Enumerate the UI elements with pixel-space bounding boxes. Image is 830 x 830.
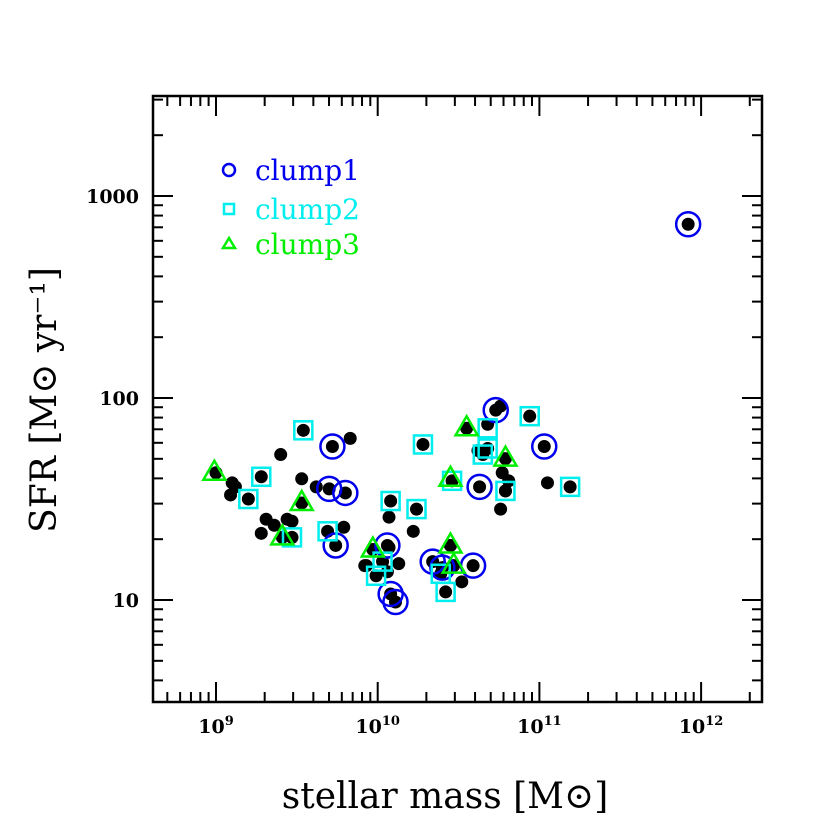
galaxy-point xyxy=(274,448,288,462)
galaxy-point xyxy=(337,520,351,534)
galaxy-point xyxy=(254,470,268,484)
x-tick-label: 1011 xyxy=(517,714,562,738)
clump2-marker xyxy=(293,420,314,441)
clump3-marker xyxy=(269,522,296,546)
galaxy-point xyxy=(382,510,396,524)
y-tick-label: 10 xyxy=(113,590,139,612)
galaxy-point xyxy=(343,431,357,445)
clump2-marker xyxy=(519,405,540,427)
clump1-marker xyxy=(374,532,401,559)
clump1-marker xyxy=(674,211,702,238)
y-tick-label: 1000 xyxy=(86,186,139,208)
galaxy-point xyxy=(410,502,424,516)
clump2-marker xyxy=(238,488,259,510)
clump2-marker xyxy=(365,565,387,587)
clump1-marker xyxy=(319,433,346,460)
galaxy-point xyxy=(563,480,577,494)
clump3-marker xyxy=(492,444,519,467)
galaxy-point xyxy=(443,538,457,552)
x-tick-label: 109 xyxy=(198,714,234,738)
galaxy-point xyxy=(224,488,238,502)
galaxy-point xyxy=(466,559,480,573)
y-tick-label: 100 xyxy=(99,388,139,410)
galaxy-point xyxy=(392,557,406,571)
clump3-marker xyxy=(453,413,480,437)
galaxy-point xyxy=(494,502,508,516)
galaxy-point xyxy=(369,569,383,583)
galaxy-point xyxy=(295,496,309,510)
clump2-marker xyxy=(412,434,434,455)
galaxy-point xyxy=(296,423,310,437)
clump1-marker xyxy=(382,588,409,616)
clump3-marker xyxy=(288,488,315,512)
clump2-marker xyxy=(472,444,494,465)
clump1-marker xyxy=(332,479,359,507)
legend-circle-icon xyxy=(221,162,237,178)
galaxy-point xyxy=(382,540,396,554)
galaxy-point xyxy=(498,452,512,466)
galaxy-point xyxy=(325,439,339,453)
clump3-marker xyxy=(359,535,387,558)
galaxy-point xyxy=(455,575,469,589)
galaxy-point xyxy=(439,585,453,599)
x-tick-labels: 109 1010 1011 1012 xyxy=(198,714,723,738)
galaxy-point xyxy=(254,526,268,540)
galaxy-point xyxy=(498,484,512,498)
y-tick-labels: 10 100 1000 xyxy=(86,186,139,612)
clump3-marker xyxy=(437,530,464,554)
legend: clump1 clump2 clump3 xyxy=(220,154,360,261)
galaxy-point xyxy=(406,524,420,538)
galaxy-point xyxy=(329,538,343,552)
galaxy-point xyxy=(540,476,554,490)
clump3-marker xyxy=(440,551,467,574)
galaxy-point xyxy=(259,512,273,526)
galaxy-point xyxy=(416,437,430,451)
legend-square-icon xyxy=(222,202,236,216)
clump2-marker xyxy=(317,521,338,542)
clump2-marker xyxy=(281,527,303,548)
clump2-marker xyxy=(477,438,498,459)
clump1-marker xyxy=(315,475,343,503)
x-axis-title: stellar mass [M⊙] xyxy=(282,776,609,817)
legend-triangle-icon xyxy=(220,235,238,250)
clump3-marker xyxy=(201,458,228,481)
galaxy-point xyxy=(285,514,299,528)
galaxy-point xyxy=(473,480,487,494)
galaxy-point xyxy=(537,439,551,453)
clump3-marker xyxy=(437,464,464,488)
clump1-marker xyxy=(531,433,558,460)
x-tick-label: 1012 xyxy=(679,714,724,738)
clump2-marker xyxy=(559,476,581,498)
clump1-marker xyxy=(466,473,493,501)
galaxy-point xyxy=(681,217,695,231)
clump1-marker xyxy=(429,554,456,581)
clump2-marker xyxy=(435,581,456,603)
galaxy-point xyxy=(523,409,537,423)
legend-label-clump2: clump2 xyxy=(255,193,360,226)
galaxy-point xyxy=(384,494,398,508)
clump2-marker xyxy=(477,418,498,439)
galaxy-point xyxy=(295,472,309,486)
legend-label-clump1: clump1 xyxy=(255,154,360,187)
clump2-marker xyxy=(406,498,427,520)
axis-ticks xyxy=(153,96,762,702)
plot-frame xyxy=(151,94,764,704)
legend-label-clump3: clump3 xyxy=(255,228,360,261)
galaxy-point xyxy=(241,492,255,506)
data-points xyxy=(201,211,702,616)
clump2-marker xyxy=(251,466,272,488)
y-axis-title: SFR [M⊙ yr⁻¹] xyxy=(24,267,65,533)
x-tick-label: 1010 xyxy=(355,714,400,738)
clump2-marker xyxy=(495,480,516,502)
galaxy-point xyxy=(460,421,474,435)
clump2-marker xyxy=(380,490,401,512)
